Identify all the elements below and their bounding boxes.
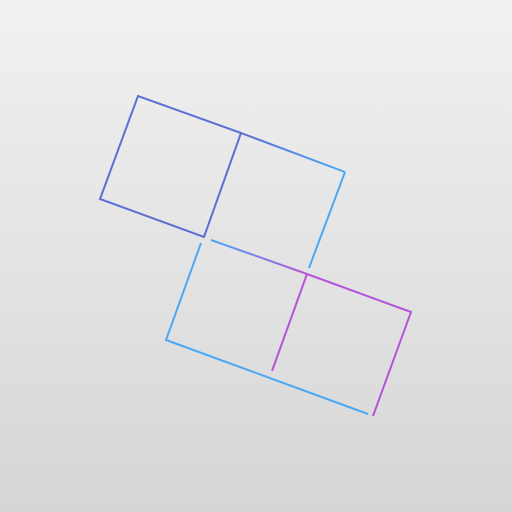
upper-right-square-top-edge xyxy=(240,132,346,173)
middle-shared-edge xyxy=(210,239,308,275)
upper-left-square xyxy=(98,94,243,239)
lower-left-square xyxy=(164,242,369,415)
lower-right-square xyxy=(306,273,413,417)
lower-right-square-divider xyxy=(271,273,308,372)
upper-right-square-right-edge xyxy=(308,171,346,269)
